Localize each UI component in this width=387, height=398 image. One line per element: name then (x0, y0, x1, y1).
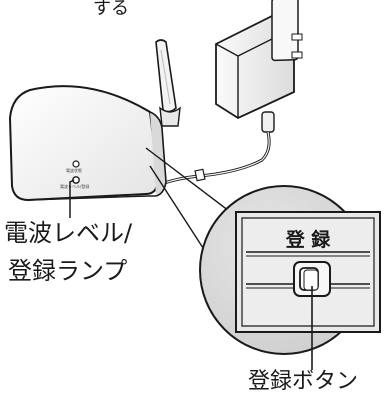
signal-lamp-label-line1: 電波レベル/ (4, 219, 133, 247)
panel-heading: 登 録 (285, 228, 332, 251)
register-button (293, 261, 331, 297)
register-button-label: 登録ボタン (248, 369, 359, 394)
top-text-fragment: する (93, 0, 129, 19)
lamp-leader-line (69, 179, 75, 218)
device-tiny-text-2: 電波レベル/登録 (60, 183, 89, 189)
power-cord (155, 131, 271, 188)
antenna (155, 39, 181, 127)
ac-adapter (215, 0, 303, 133)
repeater-body (8, 85, 167, 202)
signal-lamp-label-line2: 登録ランプ (8, 257, 128, 285)
device-tiny-text-1: 電波状態 (66, 167, 82, 173)
